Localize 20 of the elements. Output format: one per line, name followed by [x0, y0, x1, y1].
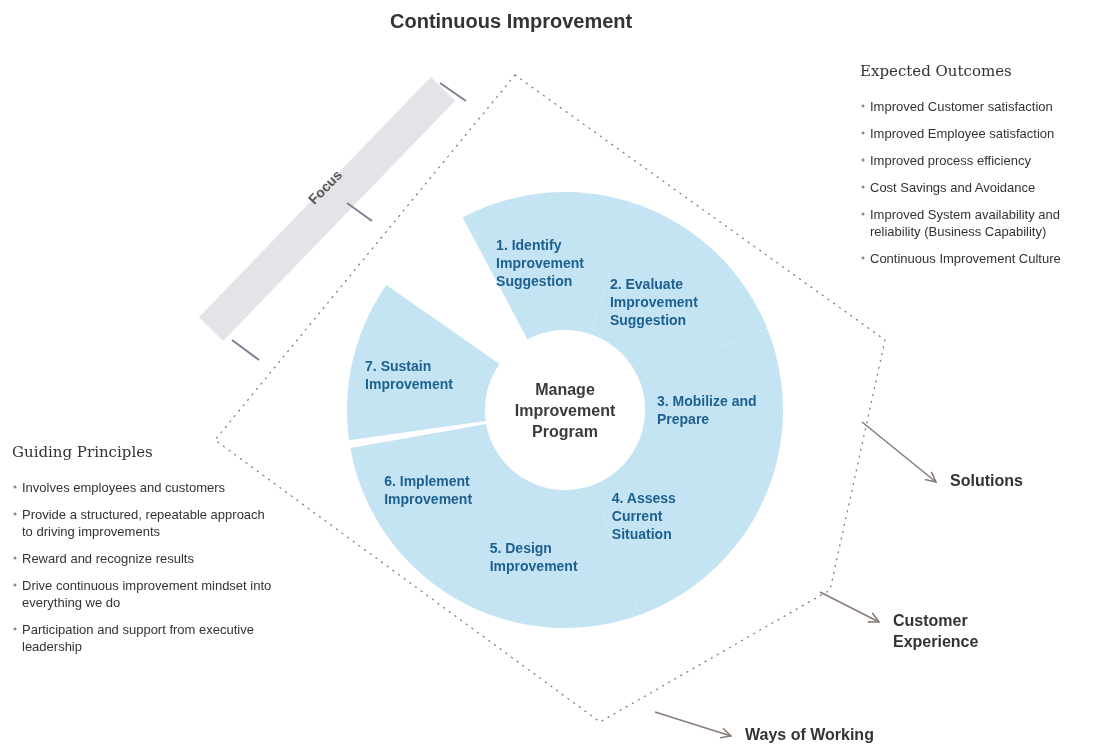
step-label: 5. Design Improvement	[489, 538, 579, 575]
section-heading: Expected Outcomes	[860, 62, 1012, 80]
step-label: 7. Sustain Improvement	[365, 357, 454, 394]
section-heading: Guiding Principles	[12, 443, 153, 461]
outcome-label: Solutions	[950, 470, 1023, 491]
step-label: 3. Mobilize and Prepare	[657, 392, 758, 428]
arrow	[819, 591, 880, 623]
step-label: 2. Evaluate Improvement Suggestion	[609, 274, 699, 329]
outcome-label: Ways of Working	[745, 724, 874, 745]
arrow	[654, 711, 732, 739]
step-label: 6. Implement Improvement	[384, 471, 474, 508]
center-label: Manage Improvement Program	[513, 379, 617, 442]
outcome-label: Customer Experience	[893, 610, 1003, 652]
ring-segment	[589, 202, 768, 381]
ring-segment	[592, 439, 768, 615]
step-label: 4. Assess Current Situation	[611, 489, 677, 544]
ring-segment	[639, 328, 783, 492]
step-label: 1. Identify Improvement Suggestion	[496, 235, 585, 290]
diagram-title: Continuous Improvement	[390, 10, 633, 33]
arrow	[861, 421, 937, 483]
